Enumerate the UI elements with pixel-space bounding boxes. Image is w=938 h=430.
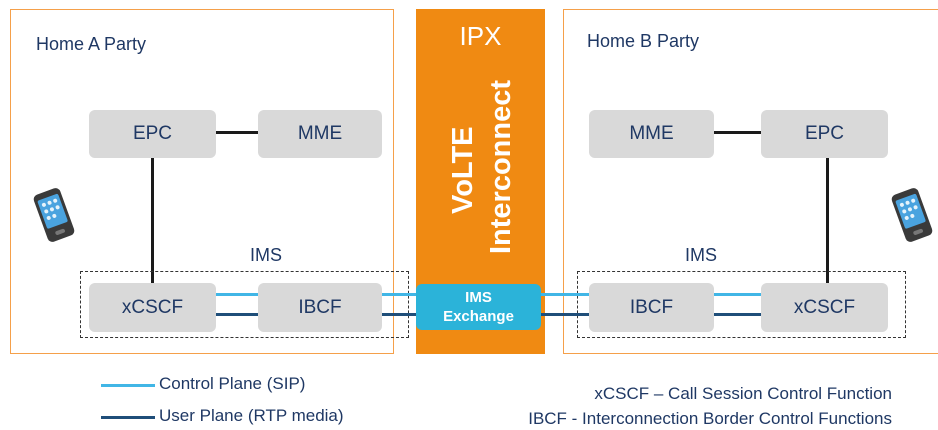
interconnect-label: Interconnect bbox=[485, 79, 517, 254]
epc-xcscf-link-a bbox=[151, 157, 154, 285]
mme-epc-link-b bbox=[714, 131, 761, 134]
control-plane-link-a bbox=[216, 293, 260, 296]
epc-node-b: EPC bbox=[761, 110, 888, 158]
legend-control-plane-label: Control Plane (SIP) bbox=[159, 374, 306, 393]
ibcf-node-a: IBCF bbox=[258, 283, 382, 332]
volte-label: VoLTE bbox=[447, 126, 479, 214]
ipx-title: IPX bbox=[459, 21, 502, 51]
ims-exchange-node: IMS Exchange bbox=[416, 284, 541, 330]
home-b-title: Home B Party bbox=[587, 31, 700, 51]
control-plane-link-b bbox=[714, 293, 761, 296]
ims-box-b bbox=[577, 271, 906, 338]
user-plane-link-b bbox=[714, 313, 761, 316]
mme-node-a: MME bbox=[258, 110, 382, 158]
epc-mme-link-a bbox=[216, 131, 260, 134]
user-plane-link-b-ipx bbox=[541, 313, 589, 316]
control-plane-link-b-ipx bbox=[541, 293, 589, 296]
epc-node-a: EPC bbox=[89, 110, 216, 158]
ibcf-node-b: IBCF bbox=[589, 283, 714, 332]
ims-box-a bbox=[80, 271, 409, 338]
definition-ibcf: IBCF - Interconnection Border Control Fu… bbox=[528, 409, 892, 428]
xcscf-node-b: xCSCF bbox=[761, 283, 888, 332]
mobile-phone-icon-a bbox=[33, 188, 75, 242]
legend-user-plane-swatch bbox=[101, 416, 155, 419]
ims-exchange-line1: IMS bbox=[465, 289, 492, 306]
ims-exchange-line2: Exchange bbox=[443, 308, 514, 325]
ims-label-b: IMS bbox=[685, 245, 718, 265]
legend-user-plane-label: User Plane (RTP media) bbox=[159, 406, 344, 425]
epc-xcscf-link-b bbox=[826, 157, 829, 285]
user-plane-link-a-ipx bbox=[382, 313, 420, 316]
mme-node-b: MME bbox=[589, 110, 714, 158]
xcscf-node-a: xCSCF bbox=[89, 283, 216, 332]
control-plane-link-a-ipx bbox=[382, 293, 420, 296]
home-a-title: Home A Party bbox=[36, 34, 147, 54]
ims-label-a: IMS bbox=[250, 245, 283, 265]
legend-control-plane-swatch bbox=[101, 384, 155, 387]
mobile-phone-icon-b bbox=[891, 188, 933, 242]
user-plane-link-a bbox=[216, 313, 260, 316]
definition-xcscf: xCSCF – Call Session Control Function bbox=[594, 384, 892, 403]
